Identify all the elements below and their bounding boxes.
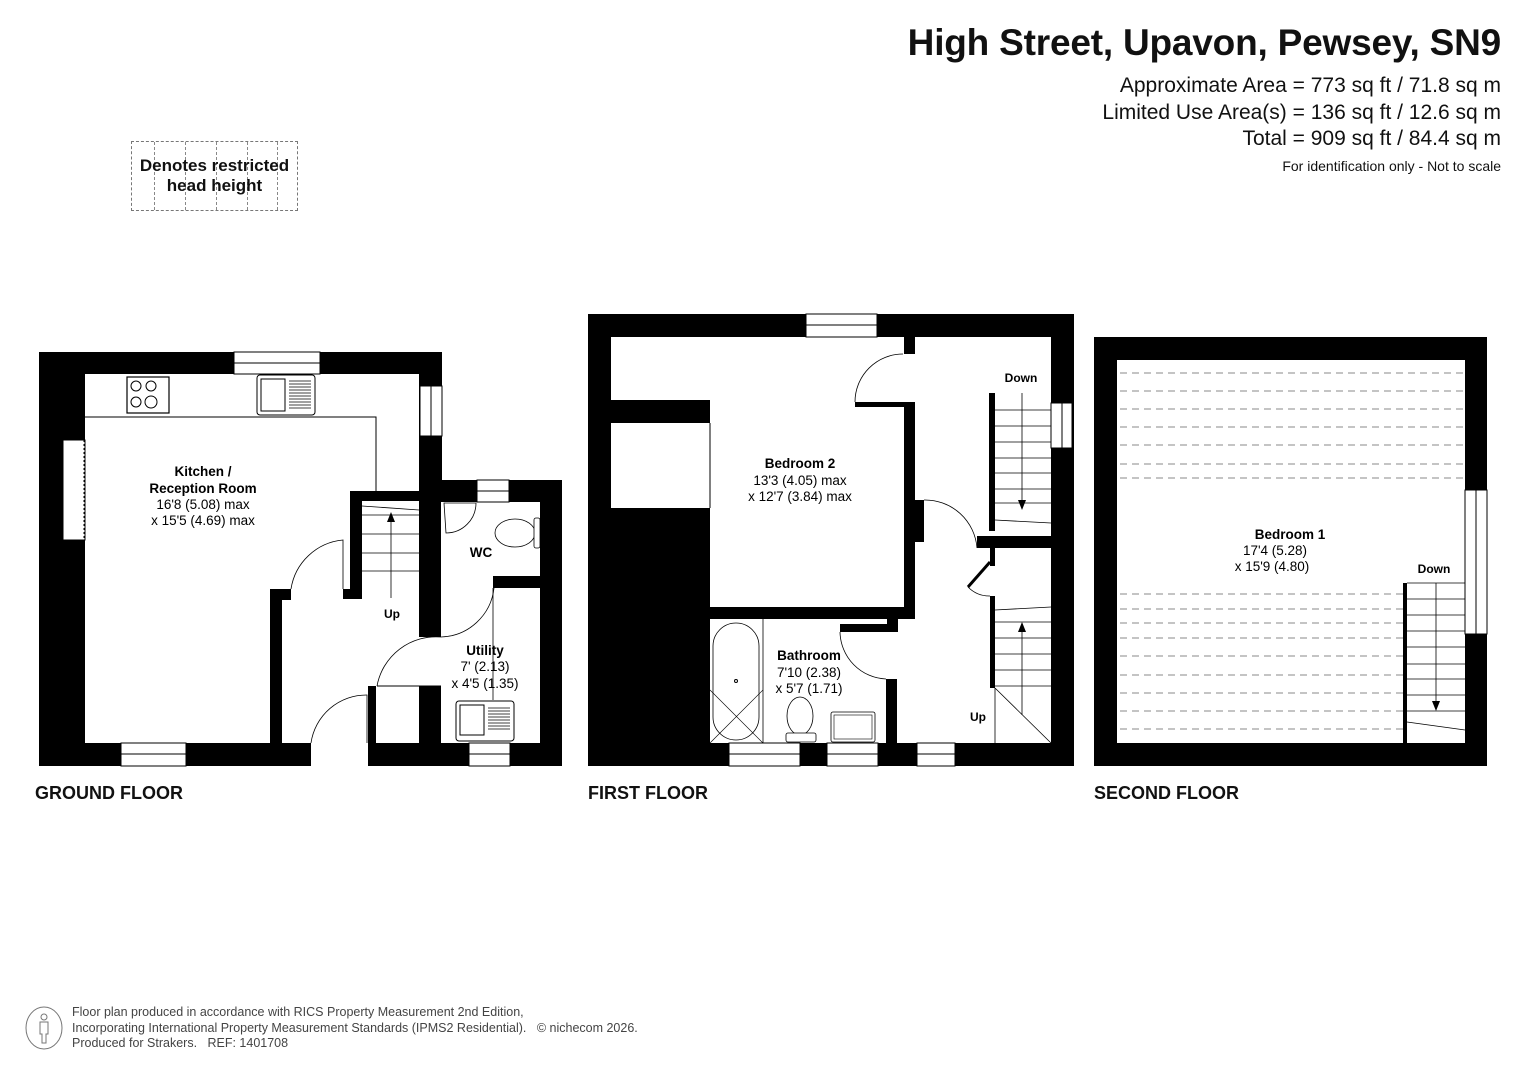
footer-notice: Floor plan produced in accordance with R… xyxy=(72,1005,638,1052)
room-name-bedroom1: Bedroom 1 xyxy=(1255,527,1326,542)
room-dim-kitchen-2: x 15'5 (4.69) max xyxy=(151,513,255,528)
first-floor-plan: Down Bedroom 2 13'3 (4.05) max x 12'7 (3… xyxy=(588,313,1074,767)
stairs-down-label-second: Down xyxy=(1418,562,1451,576)
room-dim-kitchen-1: 16'8 (5.08) max xyxy=(156,497,250,512)
room-name-wc: WC xyxy=(470,545,493,560)
ground-floor-plan: Kitchen / Reception Room 16'8 (5.08) max… xyxy=(39,351,562,767)
stairs-down-label-first: Down xyxy=(1005,371,1038,385)
room-dim-bedroom1-1: 17'4 (5.28) xyxy=(1243,543,1307,558)
room-dim-bathroom-2: x 5'7 (1.71) xyxy=(775,681,842,696)
total-area: Total = 909 sq ft / 84.4 sq m xyxy=(1242,127,1501,150)
room-name-bathroom: Bathroom xyxy=(777,648,841,663)
second-floor-label: SECOND FLOOR xyxy=(1094,783,1240,803)
footer-line3: Produced for Strakers. REF: 1401708 xyxy=(72,1036,289,1050)
footer-copyright: © nichecom 2026. xyxy=(536,1020,638,1035)
limited-use-area: Limited Use Area(s) = 136 sq ft / 12.6 s… xyxy=(1102,101,1501,124)
footer-line1: Floor plan produced in accordance with R… xyxy=(72,1005,524,1019)
page-title: High Street, Upavon, Pewsey, SN9 xyxy=(907,22,1502,63)
room-dim-bedroom2-2: x 12'7 (3.84) max xyxy=(748,489,852,504)
stairs-up-label-first: Up xyxy=(970,710,986,724)
footer-line2: Incorporating International Property Mea… xyxy=(72,1020,527,1035)
room-dim-bathroom-1: 7'10 (2.38) xyxy=(777,665,841,680)
approximate-area: Approximate Area = 773 sq ft / 71.8 sq m xyxy=(1119,74,1501,97)
room-dim-utility-1: 7' (2.13) xyxy=(460,659,509,674)
stairs-up-label: Up xyxy=(384,607,400,621)
person-icon xyxy=(25,1006,63,1050)
room-name-kitchen-line2: Reception Room xyxy=(149,481,256,496)
room-dim-utility-2: x 4'5 (1.35) xyxy=(451,676,518,691)
restricted-height-legend: Denotes restricted head height xyxy=(131,141,298,211)
second-floor-plan: Bedroom 1 17'4 (5.28) x 15'9 (4.80) Down xyxy=(1094,337,1488,766)
room-name-kitchen-line1: Kitchen / xyxy=(174,464,231,479)
first-floor-label: FIRST FLOOR xyxy=(588,783,708,803)
legend-label: Denotes restricted head height xyxy=(139,156,290,195)
room-dim-bedroom1-2: x 15'9 (4.80) xyxy=(1235,559,1310,574)
scale-disclaimer: For identification only - Not to scale xyxy=(1282,158,1501,174)
room-name-bedroom2: Bedroom 2 xyxy=(765,456,836,471)
ground-floor-label: GROUND FLOOR xyxy=(35,783,183,803)
room-name-utility: Utility xyxy=(466,643,504,658)
room-dim-bedroom2-1: 13'3 (4.05) max xyxy=(753,473,847,488)
